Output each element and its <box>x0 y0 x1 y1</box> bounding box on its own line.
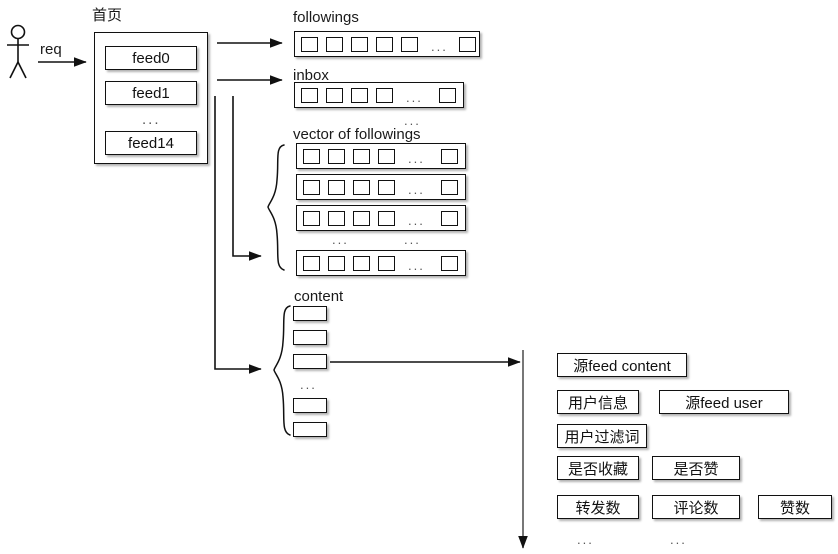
array-cell <box>303 211 320 226</box>
array-cell <box>326 88 343 103</box>
vector-row: ... <box>296 205 466 231</box>
array-cell <box>328 180 345 195</box>
array-cell <box>378 256 395 271</box>
row-ellipsis: ... <box>408 182 425 197</box>
array-cell <box>378 149 395 164</box>
array-cell <box>301 88 318 103</box>
inbox-ellipsis: ... <box>406 90 423 105</box>
detail-item[interactable]: 源feed user <box>659 390 789 414</box>
user-actor-icon <box>7 24 29 79</box>
array-cell <box>441 180 458 195</box>
detail-item[interactable]: 赞数 <box>758 495 832 519</box>
detail-item[interactable]: 转发数 <box>557 495 639 519</box>
home-title: 首页 <box>92 7 123 24</box>
brace-vector-of-followings <box>267 144 285 271</box>
detail-footer-ellipsis: ... <box>577 532 594 547</box>
array-cell <box>353 256 370 271</box>
row-ellipsis: ... <box>408 151 425 166</box>
array-cell <box>351 88 368 103</box>
array-cell <box>441 149 458 164</box>
vector-row: ... <box>296 143 466 169</box>
array-cell <box>301 37 318 52</box>
arrow-to-content <box>214 96 262 374</box>
content-box <box>293 330 327 345</box>
array-cell <box>376 88 393 103</box>
array-cell <box>303 256 320 271</box>
between-inbox-vector-ellipsis: ... <box>404 113 421 128</box>
array-cell <box>401 37 418 52</box>
array-cell <box>303 180 320 195</box>
followings-ellipsis: ... <box>431 39 448 54</box>
followings-title: followings <box>293 9 359 26</box>
content-box <box>293 422 327 437</box>
array-cell <box>351 37 368 52</box>
content-box <box>293 398 327 413</box>
array-cell <box>353 211 370 226</box>
vector-rows-ellipsis-left: ... <box>332 232 349 247</box>
detail-item[interactable]: 用户信息 <box>557 390 639 414</box>
inbox-strip: ... <box>294 82 464 108</box>
array-cell <box>439 88 456 103</box>
home-ellipsis: ... <box>142 111 161 128</box>
brace-content <box>273 305 291 436</box>
vector-rows-ellipsis-right: ... <box>404 232 421 247</box>
array-cell <box>353 149 370 164</box>
array-cell <box>378 180 395 195</box>
feed-item[interactable]: feed14 <box>105 131 197 155</box>
detail-item[interactable]: 源feed content <box>557 353 687 377</box>
feed-item[interactable]: feed0 <box>105 46 197 70</box>
followings-strip: ... <box>294 31 480 57</box>
array-cell <box>328 256 345 271</box>
array-cell <box>326 37 343 52</box>
vector-of-followings-title: vector of followings <box>293 126 421 143</box>
array-cell <box>328 149 345 164</box>
content-ellipsis: ... <box>300 377 317 392</box>
array-cell <box>441 256 458 271</box>
array-cell <box>303 149 320 164</box>
content-box <box>293 306 327 321</box>
array-cell <box>378 211 395 226</box>
detail-item[interactable]: 是否收藏 <box>557 456 639 480</box>
req-label: req <box>40 41 62 58</box>
feed-item[interactable]: feed1 <box>105 81 197 105</box>
array-cell <box>376 37 393 52</box>
row-ellipsis: ... <box>408 258 425 273</box>
row-ellipsis: ... <box>408 213 425 228</box>
array-cell <box>328 211 345 226</box>
content-box <box>293 354 327 369</box>
inbox-title: inbox <box>293 67 329 84</box>
content-title: content <box>294 288 344 305</box>
detail-item[interactable]: 是否赞 <box>652 456 740 480</box>
array-cell <box>441 211 458 226</box>
vector-row: ... <box>296 174 466 200</box>
array-cell <box>353 180 370 195</box>
detail-item[interactable]: 评论数 <box>652 495 740 519</box>
vector-row: ... <box>296 250 466 276</box>
arrow-to-vector-of-followings <box>232 96 262 261</box>
detail-item[interactable]: 用户过滤词 <box>557 424 647 448</box>
detail-footer-ellipsis: ... <box>670 532 687 547</box>
array-cell <box>459 37 476 52</box>
